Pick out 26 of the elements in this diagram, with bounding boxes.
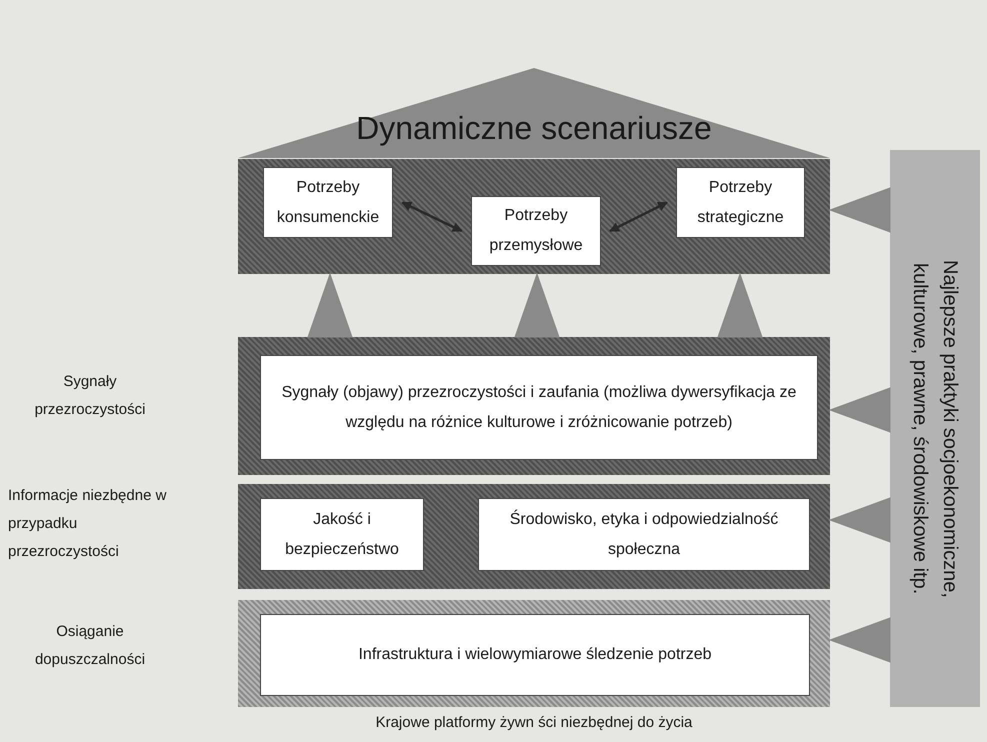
text-box: Potrzeby konsumenckie	[263, 167, 393, 238]
up-triangle-arrow	[514, 272, 560, 338]
left-triangle-arrow	[828, 617, 890, 663]
band-panel	[238, 600, 830, 707]
text-box: Potrzeby strategiczne	[676, 167, 805, 238]
side-label: Sygnały przezroczystości	[34, 372, 146, 420]
text-box: Sygnały (objawy) przezroczystości i zaufania (możliwa dywersyfikacja ze względu na różnice kulturowe i zróżnicowanie potrzeb)	[260, 355, 818, 460]
band-panel	[238, 484, 830, 589]
left-triangle-arrow	[828, 187, 890, 233]
up-triangle-arrow	[717, 272, 763, 338]
text-box: Jakość i bezpieczeństwo	[260, 498, 424, 571]
side-panel: Najlepsze praktyki socjoekonomiczne, kulturowe, prawne, środowiskowe itp.	[890, 150, 980, 707]
text-box: Potrzeby przemysłowe	[471, 196, 601, 266]
band-panel	[238, 159, 830, 274]
text-box: Środowisko, etyka i odpowiedzialność społeczna	[478, 498, 810, 571]
side-label: Informacje niezbędne w przypadku przezroczystości	[8, 486, 168, 562]
text-box: Infrastruktura i wielowymiarowe śledzenie potrzeb	[260, 614, 810, 696]
up-triangle-arrow	[307, 272, 353, 338]
left-triangle-arrow	[828, 497, 890, 543]
side-label: Osiąganie dopuszczalności	[34, 622, 146, 670]
roof-title: Dynamiczne scenariusze	[355, 112, 713, 144]
side-label: Krajowe platformy żywn ści niezbędnej do życia	[374, 713, 694, 733]
band-panel	[238, 337, 830, 475]
double-arrow	[609, 201, 668, 232]
left-triangle-arrow	[828, 387, 890, 433]
double-arrow	[401, 201, 463, 232]
